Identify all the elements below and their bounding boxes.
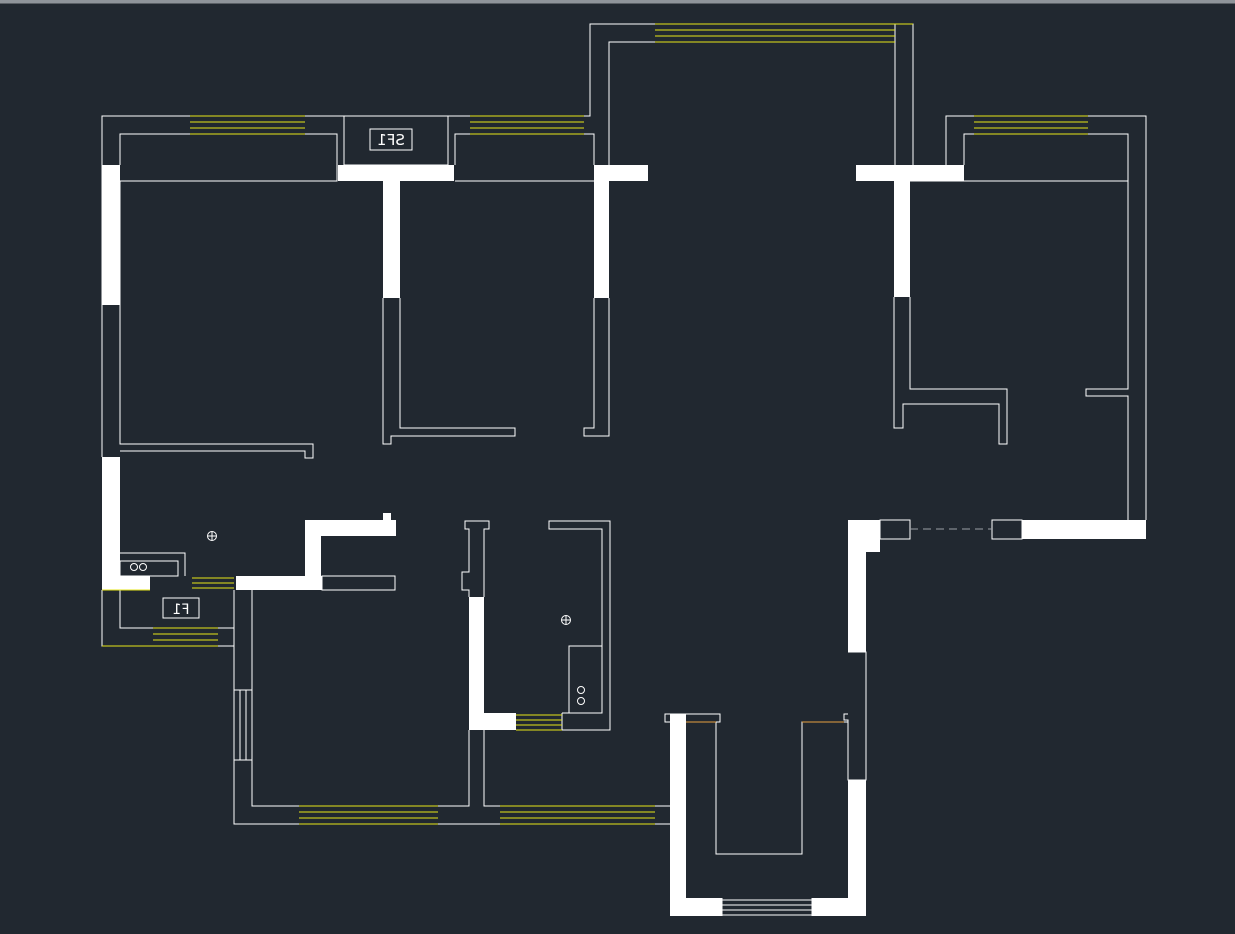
window-bottom-middle — [500, 805, 655, 825]
viewport-top-border — [0, 0, 1235, 4]
double-circle-icon — [130, 563, 147, 571]
window-left-utility — [102, 577, 234, 647]
window-bathroom — [516, 714, 562, 731]
windows — [102, 23, 1088, 825]
window-bottom-left — [299, 805, 438, 825]
window-top-middle — [470, 115, 584, 135]
circle-cross-icon — [207, 531, 217, 541]
wall-outlines — [101, 23, 1147, 916]
tag-top-label: SF1 — [377, 131, 405, 149]
label-box-top: SF1 — [369, 128, 413, 151]
label-box-left: F1 — [173, 602, 190, 618]
window-top-left — [190, 115, 305, 135]
window-balcony-bottom — [722, 899, 812, 916]
window-top-center — [655, 23, 913, 43]
double-circle-icon — [577, 686, 585, 705]
solid-walls — [102, 165, 1146, 916]
window-top-right — [974, 115, 1088, 135]
tag-left-label: F1 — [173, 602, 190, 618]
circle-cross-icon — [561, 615, 571, 625]
